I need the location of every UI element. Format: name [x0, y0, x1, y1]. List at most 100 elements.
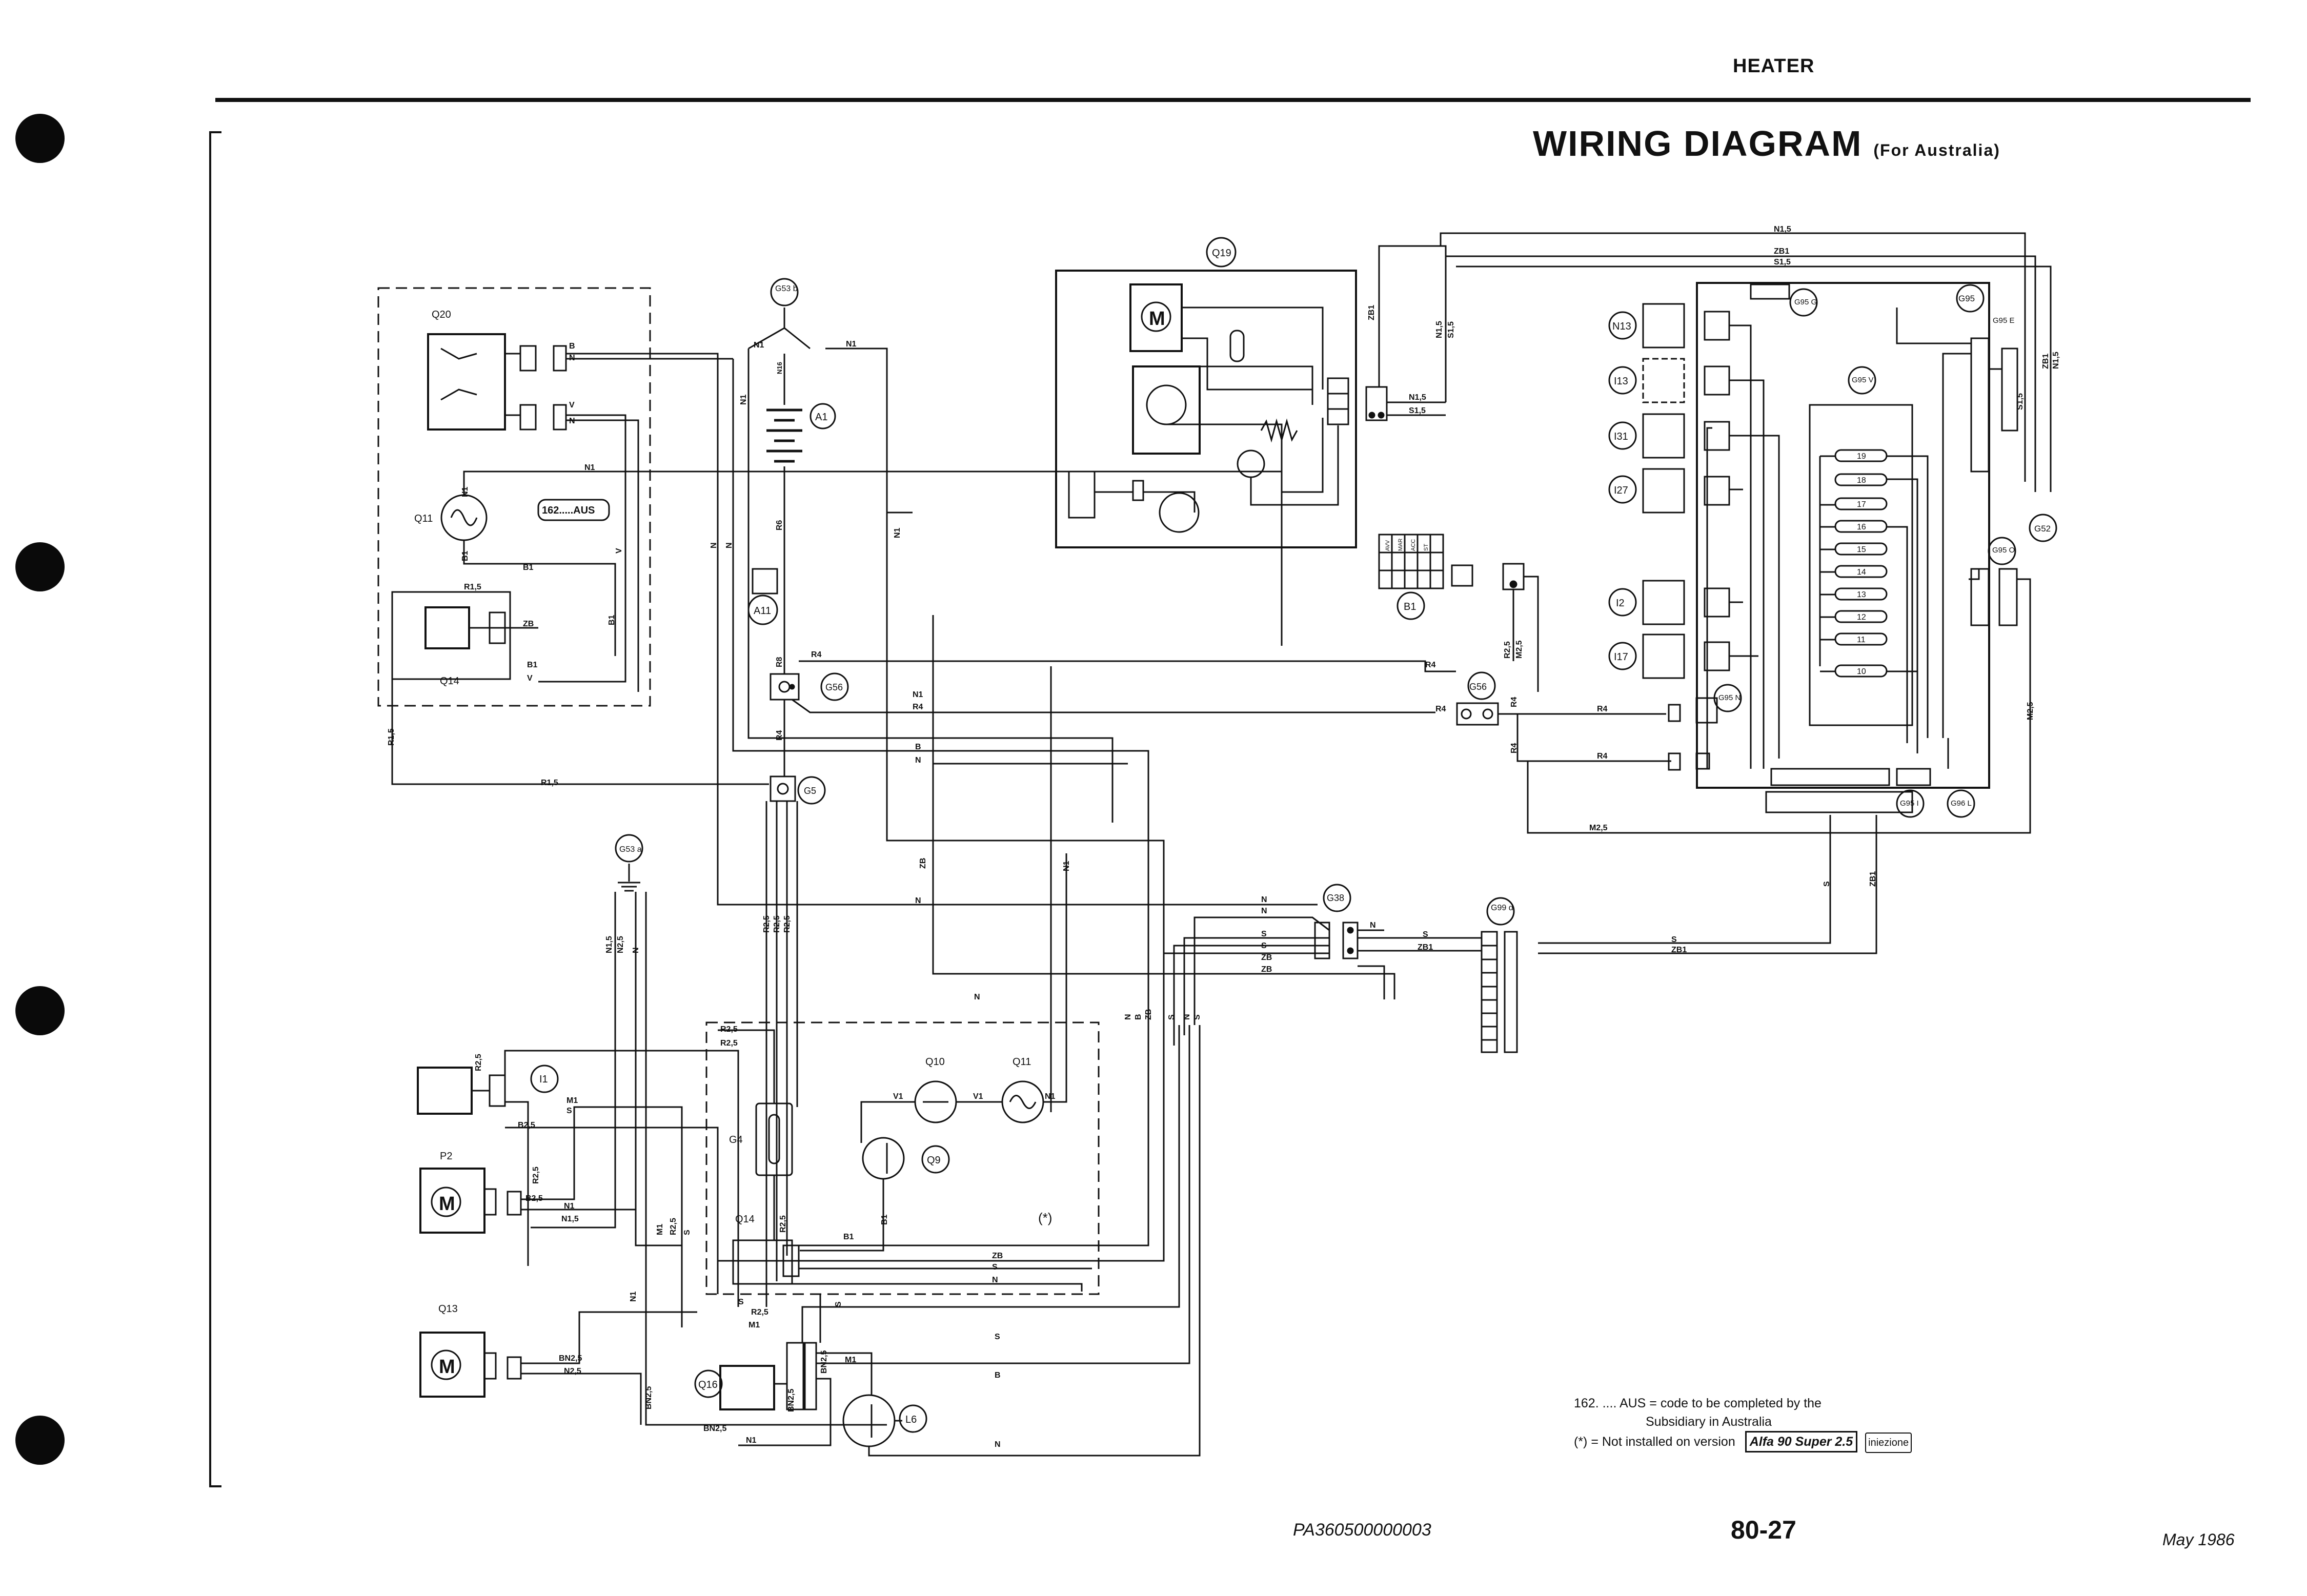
g4-label: G4: [729, 1134, 743, 1145]
wire-code: S: [1671, 935, 1677, 944]
g96l-label: G96 L: [1951, 799, 1972, 808]
fuse-number: 18: [1857, 476, 1866, 485]
aus-code-note: 162. .... AUS = code to be completed by …: [1574, 1396, 1822, 1410]
i2-label: I2: [1616, 598, 1625, 609]
aus-code-label: 162.....AUS: [542, 505, 595, 516]
q14-label: Q14: [440, 676, 459, 687]
wire-code: BN2,5: [703, 1424, 726, 1433]
page-number: 80-27: [1731, 1516, 1796, 1544]
fuse-number: 14: [1857, 568, 1866, 577]
wire-code: B1: [523, 563, 534, 572]
wire-code: R2,5: [783, 915, 792, 933]
wire-code: N1: [846, 340, 857, 349]
wire-code: B1: [843, 1233, 854, 1241]
fuse-board: [1527, 282, 2057, 834]
g95g-label: G95 G: [1794, 298, 1817, 306]
wire-code: S1,5: [1774, 258, 1791, 267]
optional-note: (*) = Not installed on version Alfa 90 S…: [1574, 1431, 2035, 1453]
wire-code: N1,5: [1774, 225, 1791, 234]
i13-label: I13: [1614, 376, 1628, 387]
n13-label: N13: [1612, 321, 1631, 332]
relay-i13-icon: [1642, 358, 1685, 403]
wire-code: R1,5: [541, 779, 558, 787]
g52-label: G52: [2034, 524, 2051, 534]
fuse-number: 16: [1857, 523, 1866, 531]
g56-right-label: G56: [1469, 682, 1487, 692]
wire-code: R2,5: [751, 1308, 768, 1317]
wire-code: ZB1: [1367, 305, 1376, 320]
fuse-number: 19: [1857, 452, 1866, 461]
relay-i1-icon: [417, 1067, 473, 1115]
wire-code: N1: [739, 394, 748, 405]
document-code: PA360500000003: [1293, 1520, 1431, 1540]
wire-code: R4: [1510, 697, 1519, 707]
relay-i2-icon: [1642, 580, 1685, 625]
wire-code: ZB1: [1774, 247, 1789, 256]
wire-code: B2,5: [525, 1194, 543, 1203]
g5-label: G5: [804, 786, 816, 796]
wire-code: N: [1370, 921, 1376, 930]
binder-hole: [15, 542, 65, 591]
g53b-label: G53 b: [775, 284, 798, 293]
wire-code: N1: [461, 486, 470, 497]
fuse-number: 11: [1857, 636, 1866, 644]
wire-code: M1: [656, 1224, 664, 1235]
wire-code: N: [915, 756, 921, 765]
wire-code: V: [569, 401, 575, 410]
fuse-number: 13: [1857, 590, 1866, 599]
switch-positions: AVV MAR ACC ST: [1385, 539, 1429, 551]
wire-code: S: [1167, 1014, 1176, 1020]
wire-code: ZB1: [1869, 871, 1877, 887]
wire-code: S: [992, 1263, 998, 1272]
wire-code: N1,5: [1435, 321, 1444, 338]
wire-code: N1: [913, 690, 923, 699]
wire-code: BN2,5: [644, 1386, 653, 1409]
wire-code: B: [1134, 1014, 1143, 1020]
optional-mark: (*): [1038, 1210, 1052, 1225]
wire-code: B: [915, 743, 921, 751]
page-title: WIRING DIAGRAM(For Australia): [1533, 123, 2000, 164]
wire-code: V1: [973, 1092, 983, 1101]
wire-code: S1,5: [1409, 406, 1426, 415]
wire-code: N: [710, 542, 718, 548]
wire-codes: N1,5 ZB1 S1,5 N1,5 S1,5 N1 B1 R1,5 ZB B1…: [464, 225, 1791, 1449]
wire-code: N: [1261, 895, 1267, 904]
wire-code: B1: [880, 1214, 889, 1225]
wire-code: M1: [748, 1321, 760, 1329]
svg-text:M: M: [439, 1356, 455, 1378]
switch-position: ACC: [1410, 539, 1416, 551]
switch-position: ST: [1423, 544, 1429, 551]
q10-label: Q10: [925, 1056, 945, 1068]
g38-label: G38: [1327, 893, 1344, 903]
vertical-wire-codes: N1 N16 R6 R8 R4 N1 N N N1 B1 V B1 R1,5 Z…: [387, 305, 2060, 1412]
publication-date: May 1986: [2162, 1530, 2235, 1549]
q14-relay-icon: [424, 606, 470, 649]
q20-label: Q20: [432, 309, 451, 320]
wire-code: ZB: [1261, 953, 1272, 962]
wire-code: B1: [608, 615, 616, 625]
a11-label: A11: [754, 605, 771, 617]
wire-code: N: [995, 1440, 1001, 1449]
wire-code: S1,5: [1447, 321, 1455, 338]
wire-code: N: [915, 896, 921, 905]
optional-block: [705, 853, 1128, 1295]
q9-component-icon: [862, 1137, 905, 1180]
a1-label: A1: [815, 412, 827, 423]
wire-code: M2,5: [2026, 702, 2035, 720]
wire-code: B1: [461, 550, 470, 561]
wire-code: R2,5: [773, 915, 781, 933]
g95v-label: G95 V: [1852, 376, 1874, 384]
g56-left-label: G56: [825, 682, 843, 692]
g95-label: G95: [1958, 294, 1975, 303]
wire-code: S: [683, 1230, 692, 1235]
p2-label: P2: [440, 1151, 452, 1162]
wire-code: R2,5: [1503, 641, 1512, 659]
wire-code: R4: [1435, 705, 1446, 713]
binder-hole: [15, 1416, 65, 1465]
wire-code: R4: [1597, 705, 1608, 713]
wire-code: V1: [893, 1092, 903, 1101]
relay-i31-icon: [1642, 413, 1685, 459]
b1-label: B1: [1404, 601, 1416, 612]
wire-code: ZB1: [1671, 946, 1687, 954]
